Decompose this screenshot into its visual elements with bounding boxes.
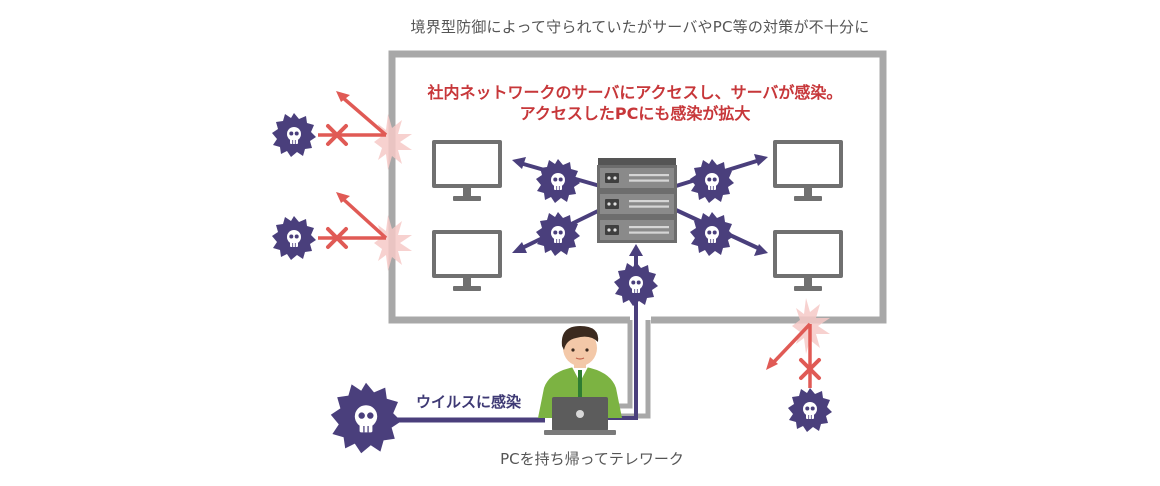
inner-caption-line2: アクセスしたPCにも感染が拡大 xyxy=(519,104,751,123)
boundary-wall xyxy=(388,50,887,324)
virus-skull-icon xyxy=(535,211,581,257)
server-rack-icon xyxy=(597,158,677,243)
infected-virus-large xyxy=(330,382,402,454)
virus-skull-icon xyxy=(787,387,833,433)
blocked-attack-bottom xyxy=(766,298,833,433)
bottom-caption: PCを持ち帰ってテレワーク xyxy=(500,450,684,468)
blocked-attack-left-1 xyxy=(271,91,412,170)
virus-skull-icon xyxy=(271,215,317,261)
monitor-icon xyxy=(773,230,843,291)
virus-skull-icon xyxy=(535,158,581,204)
teleworker-person xyxy=(538,326,622,435)
monitor-icon xyxy=(773,140,843,201)
blocked-attack-left-2 xyxy=(271,192,412,271)
virus-skull-icon xyxy=(613,261,659,307)
top-caption: 境界型防御によって守られていたがサーバやPC等の対策が不十分に xyxy=(410,18,870,36)
laptop-icon xyxy=(544,397,616,435)
monitor-icon xyxy=(432,230,502,291)
virus-label: ウイルスに感染 xyxy=(416,393,522,411)
virus-skull-icon xyxy=(330,382,402,454)
virus-skull-icon xyxy=(689,158,735,204)
virus-skull-icon xyxy=(271,112,317,158)
inner-caption-line1: 社内ネットワークのサーバにアクセスし、サーバが感染。 xyxy=(427,83,843,102)
monitor-icon xyxy=(432,140,502,201)
